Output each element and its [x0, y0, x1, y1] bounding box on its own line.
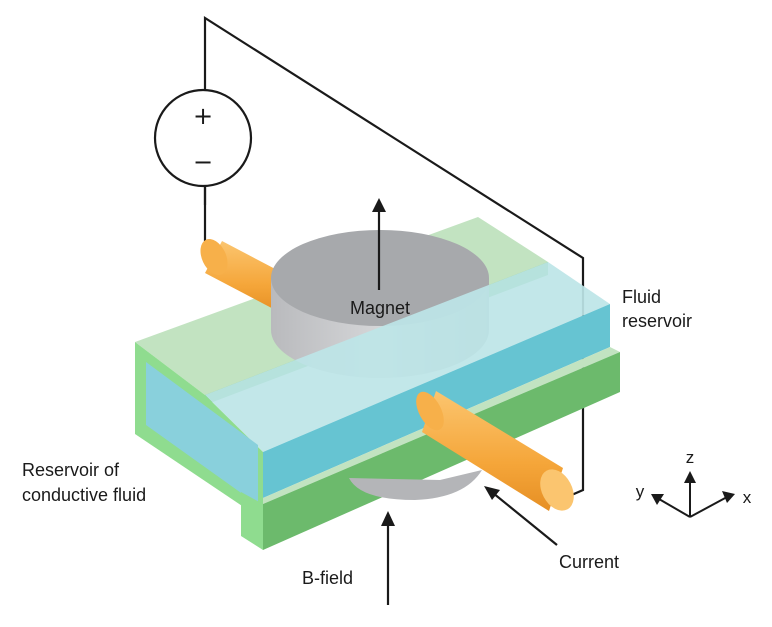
magnet-field-arrow — [372, 198, 386, 290]
bfield-label: B-field — [302, 568, 353, 588]
current-label: Current — [559, 552, 619, 572]
minus-sign: − — [193, 148, 213, 176]
axes-indicator: z y x — [636, 448, 752, 518]
reservoir-end-face — [135, 342, 263, 520]
reservoir-label-line1: Reservoir of — [22, 460, 120, 480]
axis-z-label: z — [686, 448, 695, 467]
axis-y-label: y — [636, 482, 645, 501]
plus-sign: + — [193, 102, 213, 130]
right-electrode — [416, 391, 574, 511]
axis-x-label: x — [743, 488, 752, 507]
fluid-reservoir-label-line2: reservoir — [622, 311, 692, 331]
fluid-reservoir-label-line1: Fluid — [622, 287, 661, 307]
magnet-label: Magnet — [350, 298, 410, 318]
current-arrow — [484, 486, 558, 546]
bfield-arrow — [381, 511, 395, 605]
reservoir-label-line2: conductive fluid — [22, 485, 146, 505]
voltage-source: + − — [153, 88, 253, 188]
magnet-bottom — [349, 470, 482, 500]
circuit-wire — [203, 15, 585, 499]
